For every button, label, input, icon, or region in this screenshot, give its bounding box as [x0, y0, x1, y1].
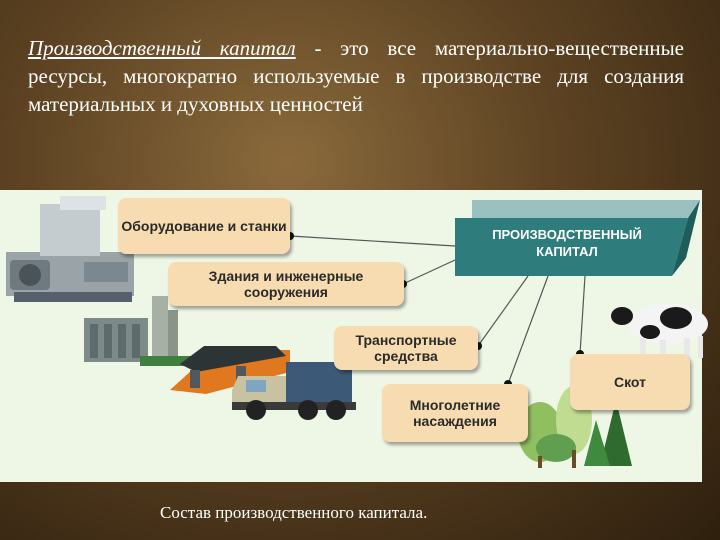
- connector-buildings: [402, 259, 456, 285]
- coal-conveyor-icon: [170, 346, 290, 394]
- definition-text: Производственный капитал - это все матер…: [28, 34, 684, 118]
- diagram-caption: Состав производственного капитала.: [160, 503, 428, 522]
- connector-livestock: [579, 275, 586, 355]
- connector-plantings: [507, 275, 549, 385]
- node-livestock: Скот: [570, 354, 690, 410]
- connector-transport: [477, 275, 529, 347]
- connector-lines: [289, 235, 586, 385]
- term: Производственный капитал: [28, 36, 296, 60]
- node-equipment: Оборудование и станки: [118, 198, 290, 254]
- central-node-label: ПРОИЗВОДСТВЕННЫЙ КАПИТАЛ: [492, 227, 642, 259]
- definition-body: - это все материально-вещественные ресур…: [28, 36, 684, 116]
- industrial-plant-icon: [84, 296, 194, 366]
- trees-icon: [518, 386, 632, 468]
- node-plantings: Многолетние насаждения: [382, 384, 528, 442]
- connector-equipment: [289, 235, 456, 247]
- machine-tool-icon: [6, 196, 134, 302]
- cow-icon: [611, 304, 708, 360]
- central-banner: [455, 200, 700, 276]
- node-buildings: Здания и инженерные сооружения: [168, 262, 404, 306]
- node-transport: Транспортные средства: [334, 326, 478, 370]
